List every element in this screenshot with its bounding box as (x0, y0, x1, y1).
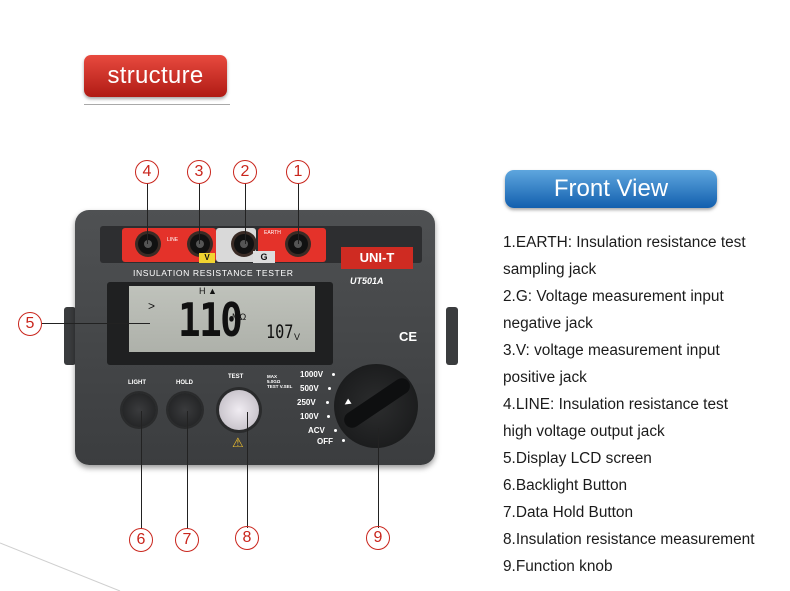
legend-item: negative jack (503, 315, 593, 332)
callout-4: 4 (135, 160, 159, 184)
range-off: OFF (317, 437, 333, 446)
lcd-hold-indicator: H ▲ (199, 286, 217, 296)
callout-line (245, 183, 246, 244)
v-jack-label: V (199, 253, 215, 263)
range-dot (342, 439, 345, 442)
device-mount-right (446, 307, 458, 365)
callout-1: 1 (286, 160, 310, 184)
front-view-legend: 1.EARTH: Insulation resistance test samp… (503, 229, 788, 580)
callout-3: 3 (187, 160, 211, 184)
callout-8: 8 (235, 526, 259, 550)
warning-icon: ⚠ (232, 435, 244, 450)
g-jack[interactable] (234, 234, 254, 254)
lcd-secondary-unit: V (294, 332, 301, 342)
callout-9: 9 (366, 526, 390, 550)
device-mount-left (64, 307, 76, 365)
lcd-secondary-reading: 107 (266, 321, 294, 343)
legend-item: sampling jack (503, 261, 597, 278)
ce-mark: CE (399, 329, 418, 344)
panel-title: INSULATION RESISTANCE TESTER (133, 268, 294, 278)
range-500v: 500V (300, 384, 319, 393)
structure-heading: structure (84, 55, 227, 97)
lcd-arrow: > (148, 299, 156, 313)
callout-5: 5 (18, 312, 42, 336)
legend-item: high voltage output jack (503, 423, 665, 440)
hold-button[interactable] (168, 393, 202, 427)
callout-line (247, 412, 248, 528)
legend-item: 9.Function knob (503, 558, 613, 575)
brand-logo: UNI-T (341, 247, 413, 269)
callout-line (42, 323, 150, 324)
lcd-main-unit: MΩ (232, 312, 247, 322)
front-view-heading: Front View (505, 170, 717, 208)
hold-button-label: HOLD (176, 380, 193, 386)
callout-line (199, 183, 200, 244)
callout-line (187, 411, 188, 529)
range-dot (326, 401, 329, 404)
test-button-label: TEST (228, 374, 244, 380)
legend-item: 3.V: voltage measurement input (503, 342, 720, 359)
callout-line (298, 183, 299, 244)
range-100v: 100V (300, 412, 319, 421)
legend-item: 6.Backlight Button (503, 477, 628, 494)
lcd-main-reading: 110 (178, 293, 243, 347)
legend-item: 2.G: Voltage measurement input (503, 288, 724, 305)
legend-item: 7.Data Hold Button (503, 504, 634, 521)
model-label: UT501A (350, 276, 384, 286)
range-dot (327, 415, 330, 418)
g-jack-label: G (253, 251, 275, 263)
v-jack[interactable] (190, 234, 210, 254)
lcd-screen (129, 286, 315, 352)
range-note: MAX 5.0GΩ TEST V.SEL (267, 374, 293, 389)
range-dot (332, 373, 335, 376)
callout-7: 7 (175, 528, 199, 552)
light-button-label: LIGHT (128, 380, 146, 386)
callout-6: 6 (129, 528, 153, 552)
backlight-button[interactable] (122, 393, 156, 427)
legend-item: 5.Display LCD screen (503, 450, 652, 467)
legend-item: 4.LINE: Insulation resistance test (503, 396, 728, 413)
test-button[interactable] (219, 390, 259, 430)
legend-item: positive jack (503, 369, 587, 386)
line-jack[interactable] (138, 234, 158, 254)
range-acv: ACV (308, 426, 325, 435)
earth-jack[interactable] (288, 234, 308, 254)
callout-line (378, 428, 379, 528)
range-dot (334, 429, 337, 432)
line-jack-label: LINE (167, 237, 179, 243)
range-250v: 250V (297, 398, 316, 407)
legend-item: 1.EARTH: Insulation resistance test (503, 234, 746, 251)
legend-item: 8.Insulation resistance measurement (503, 531, 755, 548)
range-dot (328, 387, 331, 390)
callout-line (147, 183, 148, 244)
callout-line (141, 411, 142, 529)
range-1000v: 1000V (300, 370, 324, 379)
callout-2: 2 (233, 160, 257, 184)
structure-underline (84, 104, 230, 105)
earth-jack-label: EARTH (264, 230, 281, 236)
